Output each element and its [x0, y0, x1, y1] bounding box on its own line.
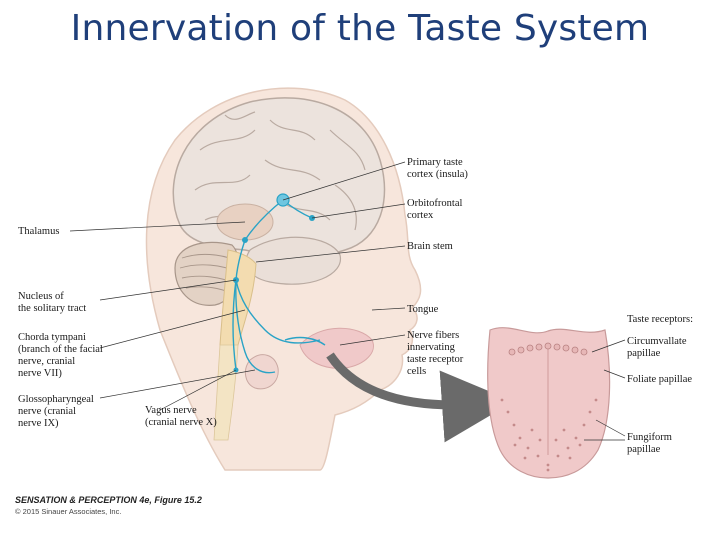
pointer-arrow [326, 352, 514, 443]
label-chorda-tympani: Chorda tympani (branch of the facial ner… [18, 332, 105, 379]
label-tongue: Tongue [407, 304, 439, 315]
label-primary-taste-cortex: Primary taste cortex (insula) [407, 157, 468, 180]
label-vagus-nerve: Vagus nerve (cranial nerve X) [145, 405, 217, 428]
tongue-in-head [299, 327, 374, 369]
label-nerve-fibers: Nerve fibers innervating taste receptor … [407, 330, 466, 377]
figure-credit: SENSATION & PERCEPTION 4e, Figure 15.2 [15, 495, 202, 505]
label-brain-stem: Brain stem [407, 241, 453, 252]
label-taste-receptors: Taste receptors: [627, 314, 693, 325]
page-title: Innervation of the Taste System [70, 8, 650, 49]
label-nucleus-solitary-tract: Nucleus of the solitary tract [18, 291, 86, 314]
label-foliate-papillae: Foliate papillae [627, 374, 692, 385]
label-fungiform-papillae: Fungiform papillae [627, 432, 675, 455]
copyright-credit: © 2015 Sinauer Associates, Inc. [15, 507, 121, 516]
fungiform-papillae [500, 398, 598, 472]
label-thalamus: Thalamus [18, 226, 59, 237]
circumvallate-papillae [508, 342, 588, 356]
thalamus-node [242, 237, 248, 243]
temporal-lobe [245, 236, 341, 285]
label-orbitofrontal-cortex: Orbitofrontal cortex [407, 198, 465, 221]
leader-lines [69, 161, 626, 441]
tongue-large [487, 327, 611, 479]
brain-gyri [194, 111, 366, 231]
label-circumvallate-papillae: Circumvallate papillae [627, 336, 689, 359]
label-glossopharyngeal-nerve: Glossopharyngeal nerve (cranial nerve IX… [18, 394, 96, 429]
